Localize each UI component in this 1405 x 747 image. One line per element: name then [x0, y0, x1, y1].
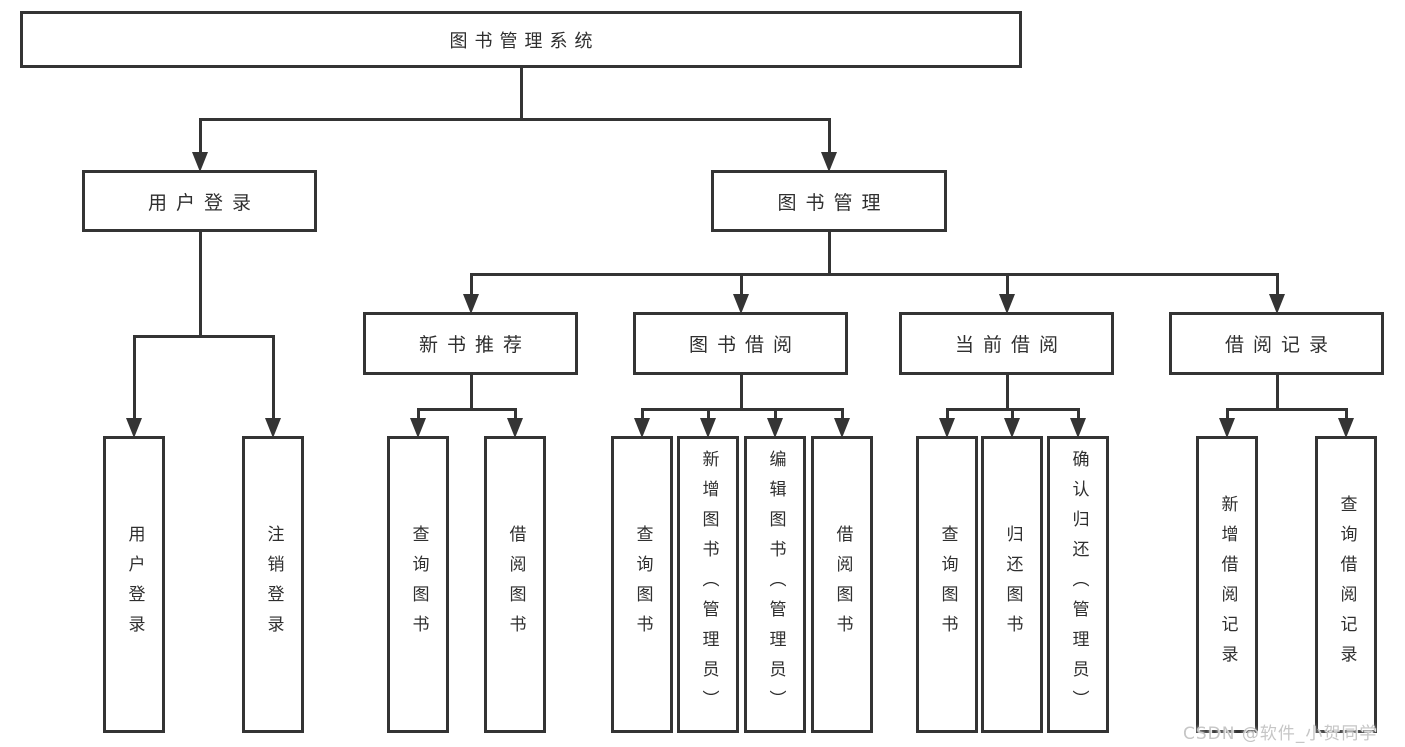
node-label-bb-add: 新增图书（管理员）: [698, 449, 719, 720]
node-user-login: 用户登录: [82, 170, 317, 232]
node-label-ul-logout: 注销登录: [263, 524, 284, 645]
connector-stem: [1006, 373, 1009, 411]
connector-stem: [470, 373, 473, 411]
connector-split-line: [133, 335, 275, 338]
node-label-cb-return: 归还图书: [1002, 524, 1023, 645]
node-label-nb-borrow: 借阅图书: [505, 524, 526, 645]
connector-stem: [1276, 373, 1279, 411]
connector-split-line: [1226, 408, 1348, 411]
connector-arrowhead: [265, 418, 281, 438]
node-br-add: 新增借阅记录: [1196, 436, 1258, 733]
connector-arrowhead: [1219, 418, 1235, 438]
node-label-br-add: 新增借阅记录: [1217, 494, 1238, 675]
connector-stem: [841, 408, 844, 422]
node-label-bb-edit: 编辑图书（管理员）: [765, 449, 786, 720]
node-label-borrow-records: 借阅记录: [1224, 334, 1337, 356]
node-new-book-rec: 新书推荐: [363, 312, 578, 375]
node-label-bb-borrow: 借阅图书: [832, 524, 853, 645]
node-bb-edit: 编辑图书（管理员）: [744, 436, 806, 733]
connector-stem: [417, 408, 420, 422]
node-bb-borrow: 借阅图书: [811, 436, 873, 733]
watermark: CSDN @软件_小贺同学: [1183, 724, 1378, 744]
connector-stem: [199, 230, 202, 338]
node-label-nb-query: 查询图书: [408, 524, 429, 645]
node-current-borrow: 当前借阅: [899, 312, 1114, 375]
node-nb-query: 查询图书: [387, 436, 449, 733]
node-cb-query: 查询图书: [916, 436, 978, 733]
node-label-root: 图书管理系统: [449, 30, 600, 52]
connector-arrowhead: [192, 152, 208, 172]
connector-stem: [1226, 408, 1229, 422]
node-bb-add: 新增图书（管理员）: [677, 436, 739, 733]
connector-stem: [1276, 273, 1279, 298]
connector-split-line: [199, 118, 831, 121]
connector-arrowhead: [999, 294, 1015, 314]
connector-split-line: [641, 408, 844, 411]
connector-arrowhead: [126, 418, 142, 438]
node-bb-query: 查询图书: [611, 436, 673, 733]
connector-stem: [946, 408, 949, 422]
node-label-book-mgmt: 图书管理: [777, 191, 890, 214]
node-label-current-borrow: 当前借阅: [954, 334, 1067, 356]
node-label-bb-query: 查询图书: [632, 524, 653, 645]
node-book-mgmt: 图书管理: [711, 170, 947, 232]
connector-stem: [470, 273, 473, 298]
connector-stem: [1077, 408, 1080, 422]
connector-arrowhead: [939, 418, 955, 438]
connector-arrowhead: [463, 294, 479, 314]
connector-arrowhead: [410, 418, 426, 438]
connector-stem: [707, 408, 710, 422]
node-root: 图书管理系统: [20, 11, 1022, 68]
connector-stem: [514, 408, 517, 422]
connector-arrowhead: [634, 418, 650, 438]
node-book-borrow: 图书借阅: [633, 312, 848, 375]
node-borrow-records: 借阅记录: [1169, 312, 1384, 375]
connector-stem: [1011, 408, 1014, 422]
node-label-cb-confirm: 确认归还（管理员）: [1068, 449, 1089, 720]
connector-split-line: [470, 273, 1279, 276]
node-label-new-book-rec: 新书推荐: [418, 334, 531, 356]
connector-stem: [272, 335, 275, 422]
node-cb-confirm: 确认归还（管理员）: [1047, 436, 1109, 733]
node-br-query: 查询借阅记录: [1315, 436, 1377, 733]
node-label-book-borrow: 图书借阅: [688, 334, 801, 356]
connector-stem: [740, 273, 743, 298]
node-label-br-query: 查询借阅记录: [1336, 494, 1357, 675]
connector-split-line: [417, 408, 517, 411]
connector-arrowhead: [700, 418, 716, 438]
connector-arrowhead: [834, 418, 850, 438]
node-cb-return: 归还图书: [981, 436, 1043, 733]
connector-arrowhead: [1338, 418, 1354, 438]
connector-arrowhead: [767, 418, 783, 438]
node-ul-login: 用户登录: [103, 436, 165, 733]
node-label-ul-login: 用户登录: [124, 524, 145, 645]
connector-stem: [641, 408, 644, 422]
connector-stem: [1345, 408, 1348, 422]
connector-arrowhead: [821, 152, 837, 172]
node-ul-logout: 注销登录: [242, 436, 304, 733]
node-label-cb-query: 查询图书: [937, 524, 958, 645]
connector-stem: [828, 230, 831, 276]
connector-stem: [520, 66, 523, 121]
connector-arrowhead: [1004, 418, 1020, 438]
connector-stem: [133, 335, 136, 422]
connector-arrowhead: [1269, 294, 1285, 314]
connector-arrowhead: [1070, 418, 1086, 438]
connector-arrowhead: [733, 294, 749, 314]
connector-stem: [828, 118, 831, 156]
connector-stem: [1006, 273, 1009, 298]
connector-arrowhead: [507, 418, 523, 438]
connector-stem: [774, 408, 777, 422]
node-label-user-login: 用户登录: [147, 191, 260, 214]
node-nb-borrow: 借阅图书: [484, 436, 546, 733]
connector-stem: [740, 373, 743, 411]
connector-stem: [199, 118, 202, 156]
